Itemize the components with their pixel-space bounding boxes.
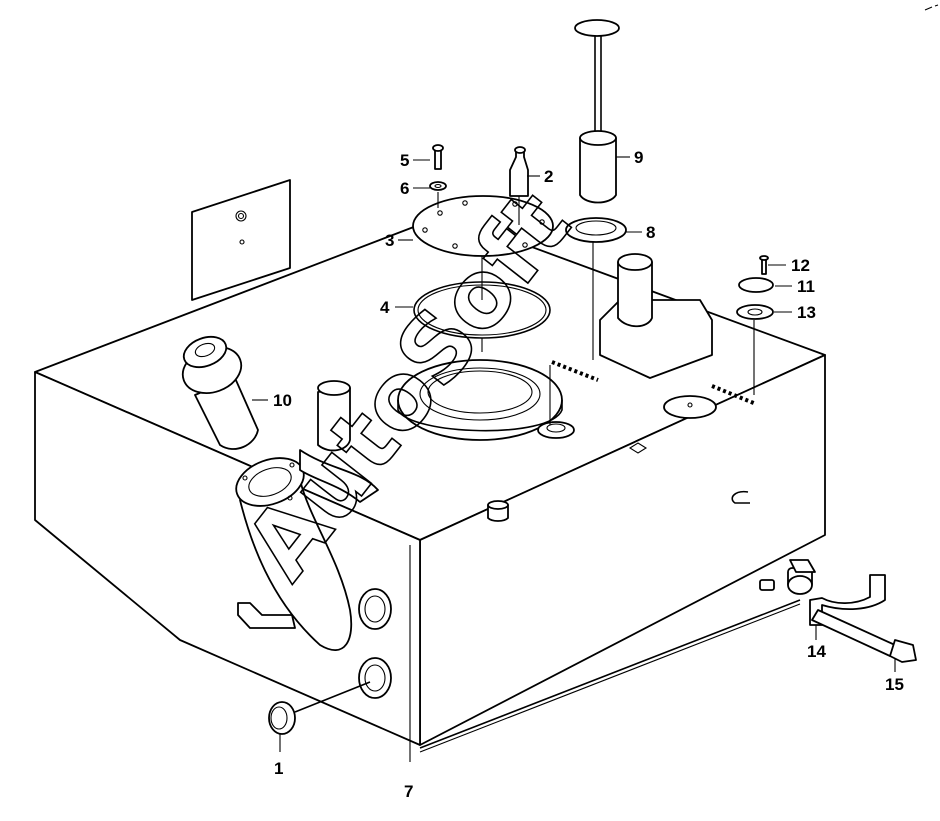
- sender-mounting-ring: [397, 359, 563, 441]
- callout-8: 8: [646, 223, 655, 242]
- callout-11: 11: [797, 277, 815, 296]
- callout-12: 12: [791, 256, 810, 275]
- tank-handle: [237, 602, 296, 629]
- vent-valve: [509, 146, 529, 197]
- cover-washer: [429, 181, 447, 191]
- callout-3: 3: [385, 231, 394, 250]
- callout-9: 9: [634, 148, 643, 167]
- cover-bolt: [432, 144, 444, 170]
- tank-marker: [628, 442, 648, 454]
- corner-mark: [924, 4, 939, 11]
- tank-stud: [487, 500, 509, 522]
- sensor-cover: [738, 277, 774, 293]
- callout-10: 10: [273, 391, 292, 410]
- sensor-screw: [759, 255, 769, 275]
- callout-15: 15: [885, 675, 904, 694]
- callout-14: 14: [807, 642, 826, 661]
- callout-6: 6: [400, 179, 409, 198]
- callout-7: 7: [404, 782, 413, 801]
- drain-valve: [759, 559, 816, 595]
- sensor-housing: [599, 253, 713, 379]
- sender-cover-plate: [412, 195, 554, 257]
- callout-5: 5: [400, 151, 409, 170]
- gauge-seal-ring: [565, 217, 627, 243]
- callout-13: 13: [797, 303, 816, 322]
- filler-strainer: [181, 335, 259, 450]
- end-plate-port-upper: [358, 588, 392, 630]
- end-plate-port-lower: [358, 657, 392, 699]
- breather-fitting: [537, 421, 575, 439]
- filler-neck-pipe: [235, 457, 353, 651]
- drain-plug: [268, 681, 371, 735]
- vent-pipe-left: [299, 380, 379, 503]
- sensor-gasket: [736, 304, 774, 320]
- lifting-hook: [731, 490, 750, 504]
- callout-2: 2: [544, 167, 553, 186]
- leader-lines: [252, 156, 896, 752]
- level-gauge-dipstick: [574, 19, 620, 204]
- mounting-plate: [191, 179, 291, 301]
- clamp-bolt: [811, 609, 917, 663]
- callout-1: 1: [274, 759, 283, 778]
- callout-4: 4: [380, 298, 390, 317]
